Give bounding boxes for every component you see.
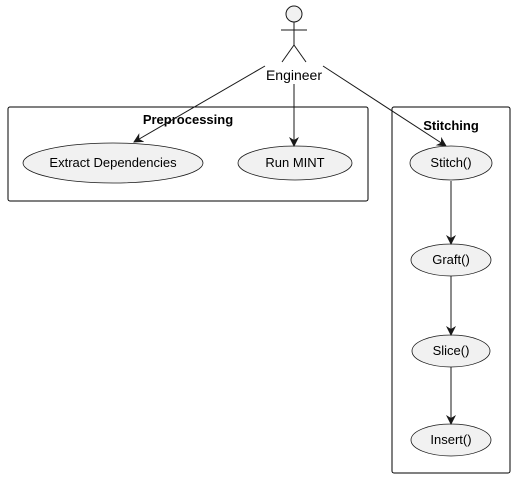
actor-head (285, 5, 303, 23)
actor-left-leg (281, 44, 295, 63)
usecase-stitch-label: Stitch() (430, 155, 471, 170)
package-preprocessing-frame (7, 106, 369, 202)
package-stitching-title: Stitching (423, 118, 479, 133)
actor-label: Engineer (266, 67, 322, 83)
usecase-graft-label: Graft() (432, 252, 470, 267)
edge-engineer-to-extract-dependencies (133, 65, 266, 143)
package-preprocessing-title: Preprocessing (143, 112, 233, 127)
usecase-slice-label: Slice() (433, 343, 470, 358)
usecase-insert-label: Insert() (430, 432, 471, 447)
usecase-run-mint-label: Run MINT (265, 155, 324, 170)
package-stitching-frame (391, 106, 511, 474)
usecase-stitch (409, 145, 493, 181)
engineer-actor: Engineer (266, 5, 322, 83)
package-stitching: Stitching Stitch() Graft() Slice() Inser… (391, 106, 511, 474)
relations (133, 65, 456, 425)
usecase-extract-dependencies (22, 142, 204, 184)
actor-right-leg (293, 44, 307, 63)
usecase-extract-dependencies-label: Extract Dependencies (49, 155, 177, 170)
package-preprocessing: Preprocessing Extract Dependencies Run M… (7, 106, 369, 202)
edge-engineer-to-stitch (322, 65, 447, 147)
